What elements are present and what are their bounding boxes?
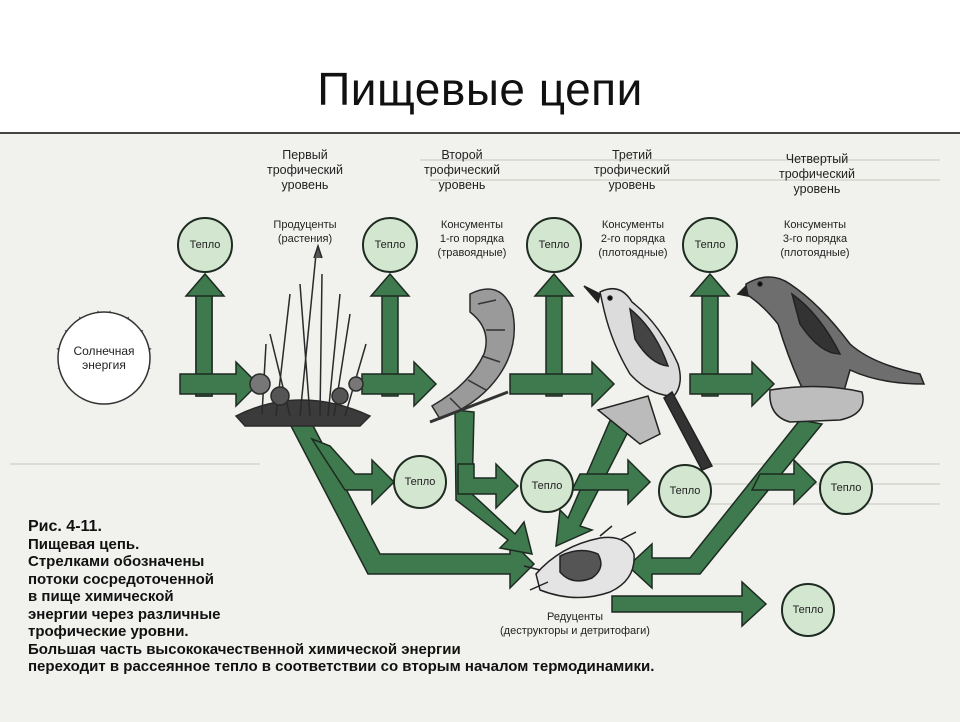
trophic-level-3: Третий трофический уровень (572, 148, 692, 193)
trophic-level-1: Первый трофический уровень (245, 148, 365, 193)
level-4-line2: трофический (778, 167, 856, 181)
decomposers-line2: (деструкторы и детритофаги) (500, 625, 650, 637)
level-1-line2: трофический (266, 163, 344, 177)
heat-circles-lower (393, 455, 873, 637)
caption-line: трофические уровни. (28, 623, 189, 640)
sun-label: Солнечная энергия (64, 344, 144, 372)
arrow-herbivores-to-heat (457, 462, 520, 510)
food-chain-diagram: .ar { fill:#3f7a4e; stroke:#1d2b20; stro… (10, 159, 940, 637)
arrow-carnivores-to-heat (570, 458, 652, 506)
tertiary-consumers-line2: 3-го порядка (782, 233, 848, 245)
level-3-line1: Третий (611, 148, 653, 162)
caption-line: переходит в рассеянное тепло в соответст… (28, 658, 655, 675)
caption-line: Пищевая цепь. (28, 535, 140, 553)
level-3-line2: трофический (593, 163, 671, 177)
arrow-carnivores-to-predators (689, 360, 776, 408)
caterpillar-icon (429, 288, 515, 424)
trophic-level-4: Четвертый трофический уровень (757, 152, 877, 197)
secondary-consumers-label: Консументы 2-го порядка (плотоядные) (578, 218, 688, 260)
level-3-line3: уровень (608, 178, 656, 192)
caption-line: энергии через различные (28, 605, 221, 623)
heat-label-1: Тепло (189, 239, 221, 251)
sun-icon (56, 310, 152, 405)
page-title: Пищевые цепи (317, 63, 643, 115)
arrows-energy-flow (179, 360, 776, 408)
hawk-icon (736, 276, 926, 423)
trophic-level-2: Второй трофический уровень (402, 148, 522, 193)
primary-consumers-line1: Консументы (440, 219, 504, 231)
plants-icon (234, 243, 372, 427)
heat-label-4: Тепло (694, 239, 726, 251)
level-2-line2: трофический (423, 163, 501, 177)
heat-label-2: Тепло (374, 239, 406, 251)
decomposers-line1: Редуценты (547, 611, 603, 623)
arrow-plants-to-herbivores (361, 360, 438, 408)
level-1-line3: уровень (281, 178, 329, 192)
primary-consumers-label: Консументы 1-го порядка (травоядные) (417, 218, 527, 260)
sun-label-line2: энергия (82, 358, 126, 372)
producers-line2: (растения) (277, 233, 333, 245)
arrow-herbivores-to-carnivores (509, 360, 616, 408)
heat-label-9: Тепло (792, 604, 824, 616)
arrow-sun-to-plants (179, 360, 260, 408)
caption-line: Большая часть высококачественной химичес… (28, 640, 461, 658)
secondary-consumers-line1: Консументы (601, 219, 665, 231)
decomposers-icon (523, 525, 637, 599)
caption-line: Стрелками обозначены (28, 553, 205, 570)
arrow-decomposers-to-heat (611, 580, 768, 628)
level-2-line1: Второй (441, 148, 483, 162)
caption-line: потоки сосредоточенной (28, 570, 215, 588)
arrow-predators-to-heat (750, 458, 818, 506)
bird-icon (583, 285, 714, 471)
caption-line: в пище химической (28, 588, 174, 605)
tertiary-consumers-line3: (плотоядные) (780, 247, 850, 259)
caption-figure-number: Рис. 4-11. (28, 518, 102, 535)
heat-label-7: Тепло (669, 485, 701, 497)
level-2-line3: уровень (438, 178, 486, 192)
tertiary-consumers-label: Консументы 3-го порядка (плотоядные) (760, 218, 870, 260)
sun-label-line1: Солнечная (73, 344, 135, 358)
heat-label-6: Тепло (531, 480, 563, 492)
level-1-line1: Первый (282, 148, 328, 162)
primary-consumers-line2: 1-го порядка (439, 233, 505, 245)
food-chain-figure: .ar { fill:#3f7a4e; stroke:#1d2b20; stro… (0, 132, 960, 722)
arrow-plants-to-heat (310, 437, 396, 506)
arrows-to-heat-top (184, 272, 731, 397)
secondary-consumers-line2: 2-го порядка (600, 233, 666, 245)
heat-label-3: Тепло (538, 239, 570, 251)
secondary-consumers-line3: (плотоядные) (598, 247, 668, 259)
level-4-line1: Четвертый (785, 152, 849, 166)
decomposers-label: Редуценты (деструкторы и детритофаги) (470, 610, 680, 638)
producers-label: Продуценты (растения) (250, 218, 360, 246)
producers-line1: Продуценты (273, 219, 337, 231)
arrow-predators-to-decomposers (626, 419, 824, 590)
figure-caption: Рис. 4-11. Пищевая цепь. Стрелками обозн… (28, 518, 928, 676)
level-4-line3: уровень (793, 182, 841, 196)
heat-label-8: Тепло (830, 482, 862, 494)
heat-label-5: Тепло (404, 476, 436, 488)
arrows-to-decomposers (288, 409, 824, 628)
primary-consumers-line3: (травоядные) (437, 247, 507, 259)
tertiary-consumers-line1: Консументы (783, 219, 847, 231)
heat-circles-top (177, 217, 738, 273)
background-texture (10, 159, 940, 505)
